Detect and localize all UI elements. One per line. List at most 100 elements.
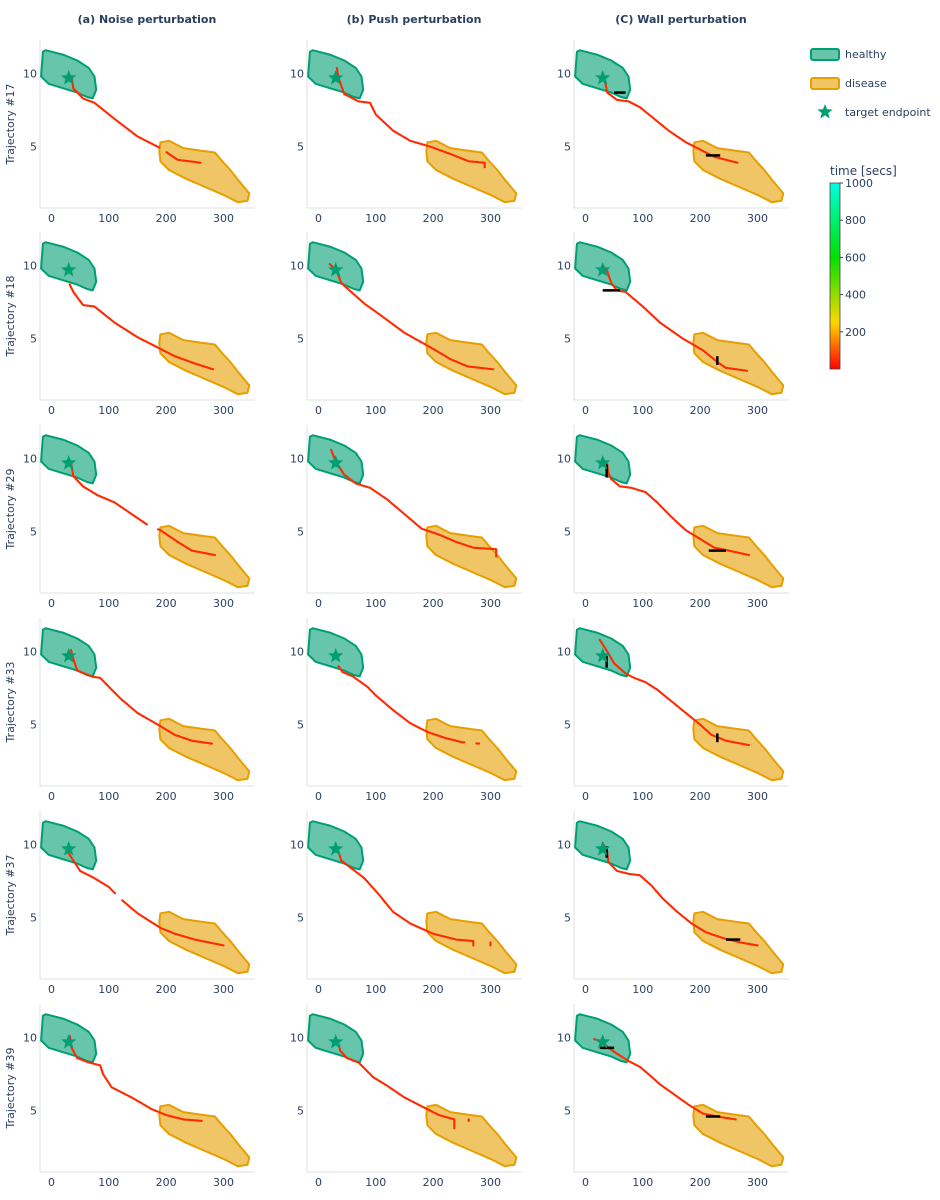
- x-tick-label: 0: [315, 983, 322, 996]
- x-tick-label: 200: [423, 404, 444, 417]
- x-tick-label: 300: [747, 404, 768, 417]
- x-tick-label: 200: [690, 983, 711, 996]
- colorbar-tick-label: 400: [845, 289, 866, 302]
- disease-region: [692, 524, 785, 589]
- trajectory-point: [328, 263, 331, 266]
- trajectory-point: [157, 528, 160, 531]
- x-tick-label: 200: [423, 790, 444, 803]
- y-tick-label: 10: [290, 260, 304, 273]
- target-endpoint-star: [595, 841, 611, 856]
- trajectory-point: [475, 742, 478, 745]
- x-tick-label: 0: [315, 1176, 322, 1189]
- x-tick-label: 100: [632, 983, 653, 996]
- x-tick-label: 200: [690, 597, 711, 610]
- column-title-push: (b) Push perturbation: [347, 13, 482, 26]
- x-tick-label: 300: [213, 212, 234, 225]
- target-endpoint-star: [595, 262, 611, 277]
- legend-item-target-endpoint[interactable]: target endpoint: [817, 104, 931, 119]
- y-tick-label: 5: [564, 1105, 571, 1118]
- target-endpoint-star: [61, 262, 77, 277]
- x-tick-label: 200: [690, 404, 711, 417]
- target-endpoint-star: [61, 455, 77, 470]
- x-tick-label: 0: [48, 212, 55, 225]
- y-tick-label: 5: [30, 141, 37, 154]
- y-tick-label: 10: [557, 68, 571, 81]
- x-tick-label: 0: [48, 1176, 55, 1189]
- x-tick-label: 100: [98, 1176, 119, 1189]
- y-tick-label: 5: [30, 1105, 37, 1118]
- x-tick-label: 200: [690, 1176, 711, 1189]
- x-tick-label: 300: [213, 597, 234, 610]
- x-tick-label: 0: [48, 404, 55, 417]
- colorbar-gradient: [829, 182, 841, 370]
- disease-region: [425, 524, 518, 589]
- x-tick-label: 100: [632, 790, 653, 803]
- y-tick-label: 5: [297, 1105, 304, 1118]
- y-tick-label: 10: [557, 839, 571, 852]
- y-tick-label: 5: [297, 526, 304, 539]
- y-tick-label: 10: [557, 453, 571, 466]
- disease-region: [692, 331, 785, 396]
- target-endpoint-star: [328, 262, 344, 277]
- y-tick-label: 5: [297, 912, 304, 925]
- x-tick-label: 200: [156, 983, 177, 996]
- y-tick-label: 5: [297, 333, 304, 346]
- legend-label-target-endpoint: target endpoint: [845, 106, 931, 119]
- row-title: Trajectory #17: [4, 83, 17, 165]
- target-endpoint-star: [61, 1034, 77, 1049]
- colorbar-tick-label: 1000: [845, 177, 873, 190]
- y-tick-label: 5: [30, 719, 37, 732]
- x-tick-label: 0: [582, 597, 589, 610]
- trajectory-point: [330, 448, 333, 451]
- colorbar-tick-label: 600: [845, 251, 866, 264]
- y-tick-label: 10: [557, 260, 571, 273]
- target-endpoint-star: [595, 648, 611, 663]
- row-title: Trajectory #29: [4, 468, 17, 550]
- x-tick-label: 0: [582, 790, 589, 803]
- trajectory-point: [337, 665, 340, 668]
- disease-region: [425, 331, 518, 396]
- y-tick-label: 5: [297, 141, 304, 154]
- y-tick-label: 10: [290, 646, 304, 659]
- x-tick-label: 100: [98, 790, 119, 803]
- legend: healthy disease target endpoint: [810, 48, 931, 119]
- x-tick-label: 100: [98, 212, 119, 225]
- star-icon: [817, 104, 833, 119]
- trajectory-point: [69, 649, 73, 652]
- trajectory-point: [165, 151, 168, 154]
- legend-item-healthy[interactable]: healthy: [810, 48, 887, 61]
- x-tick-label: 300: [213, 790, 234, 803]
- x-tick-label: 200: [156, 404, 177, 417]
- row-title: Trajectory #39: [4, 1047, 17, 1129]
- y-tick-label: 10: [557, 1032, 571, 1045]
- x-tick-label: 300: [747, 790, 768, 803]
- legend-item-disease[interactable]: disease: [810, 77, 887, 90]
- target-endpoint-star: [595, 1034, 611, 1049]
- target-endpoint-star: [61, 70, 77, 85]
- y-tick-label: 5: [564, 719, 571, 732]
- y-tick-label: 5: [564, 333, 571, 346]
- trajectory-point: [121, 899, 124, 902]
- trajectory-point: [598, 638, 601, 642]
- target-endpoint-star: [328, 1034, 344, 1049]
- disease-region: [158, 717, 251, 782]
- y-tick-label: 10: [23, 839, 37, 852]
- y-tick-label: 5: [30, 526, 37, 539]
- x-tick-label: 300: [480, 1176, 501, 1189]
- x-tick-label: 100: [632, 404, 653, 417]
- disease-region: [158, 524, 251, 589]
- x-tick-label: 0: [582, 983, 589, 996]
- x-tick-label: 200: [423, 1176, 444, 1189]
- row-title: Trajectory #18: [4, 275, 17, 357]
- x-tick-label: 0: [582, 212, 589, 225]
